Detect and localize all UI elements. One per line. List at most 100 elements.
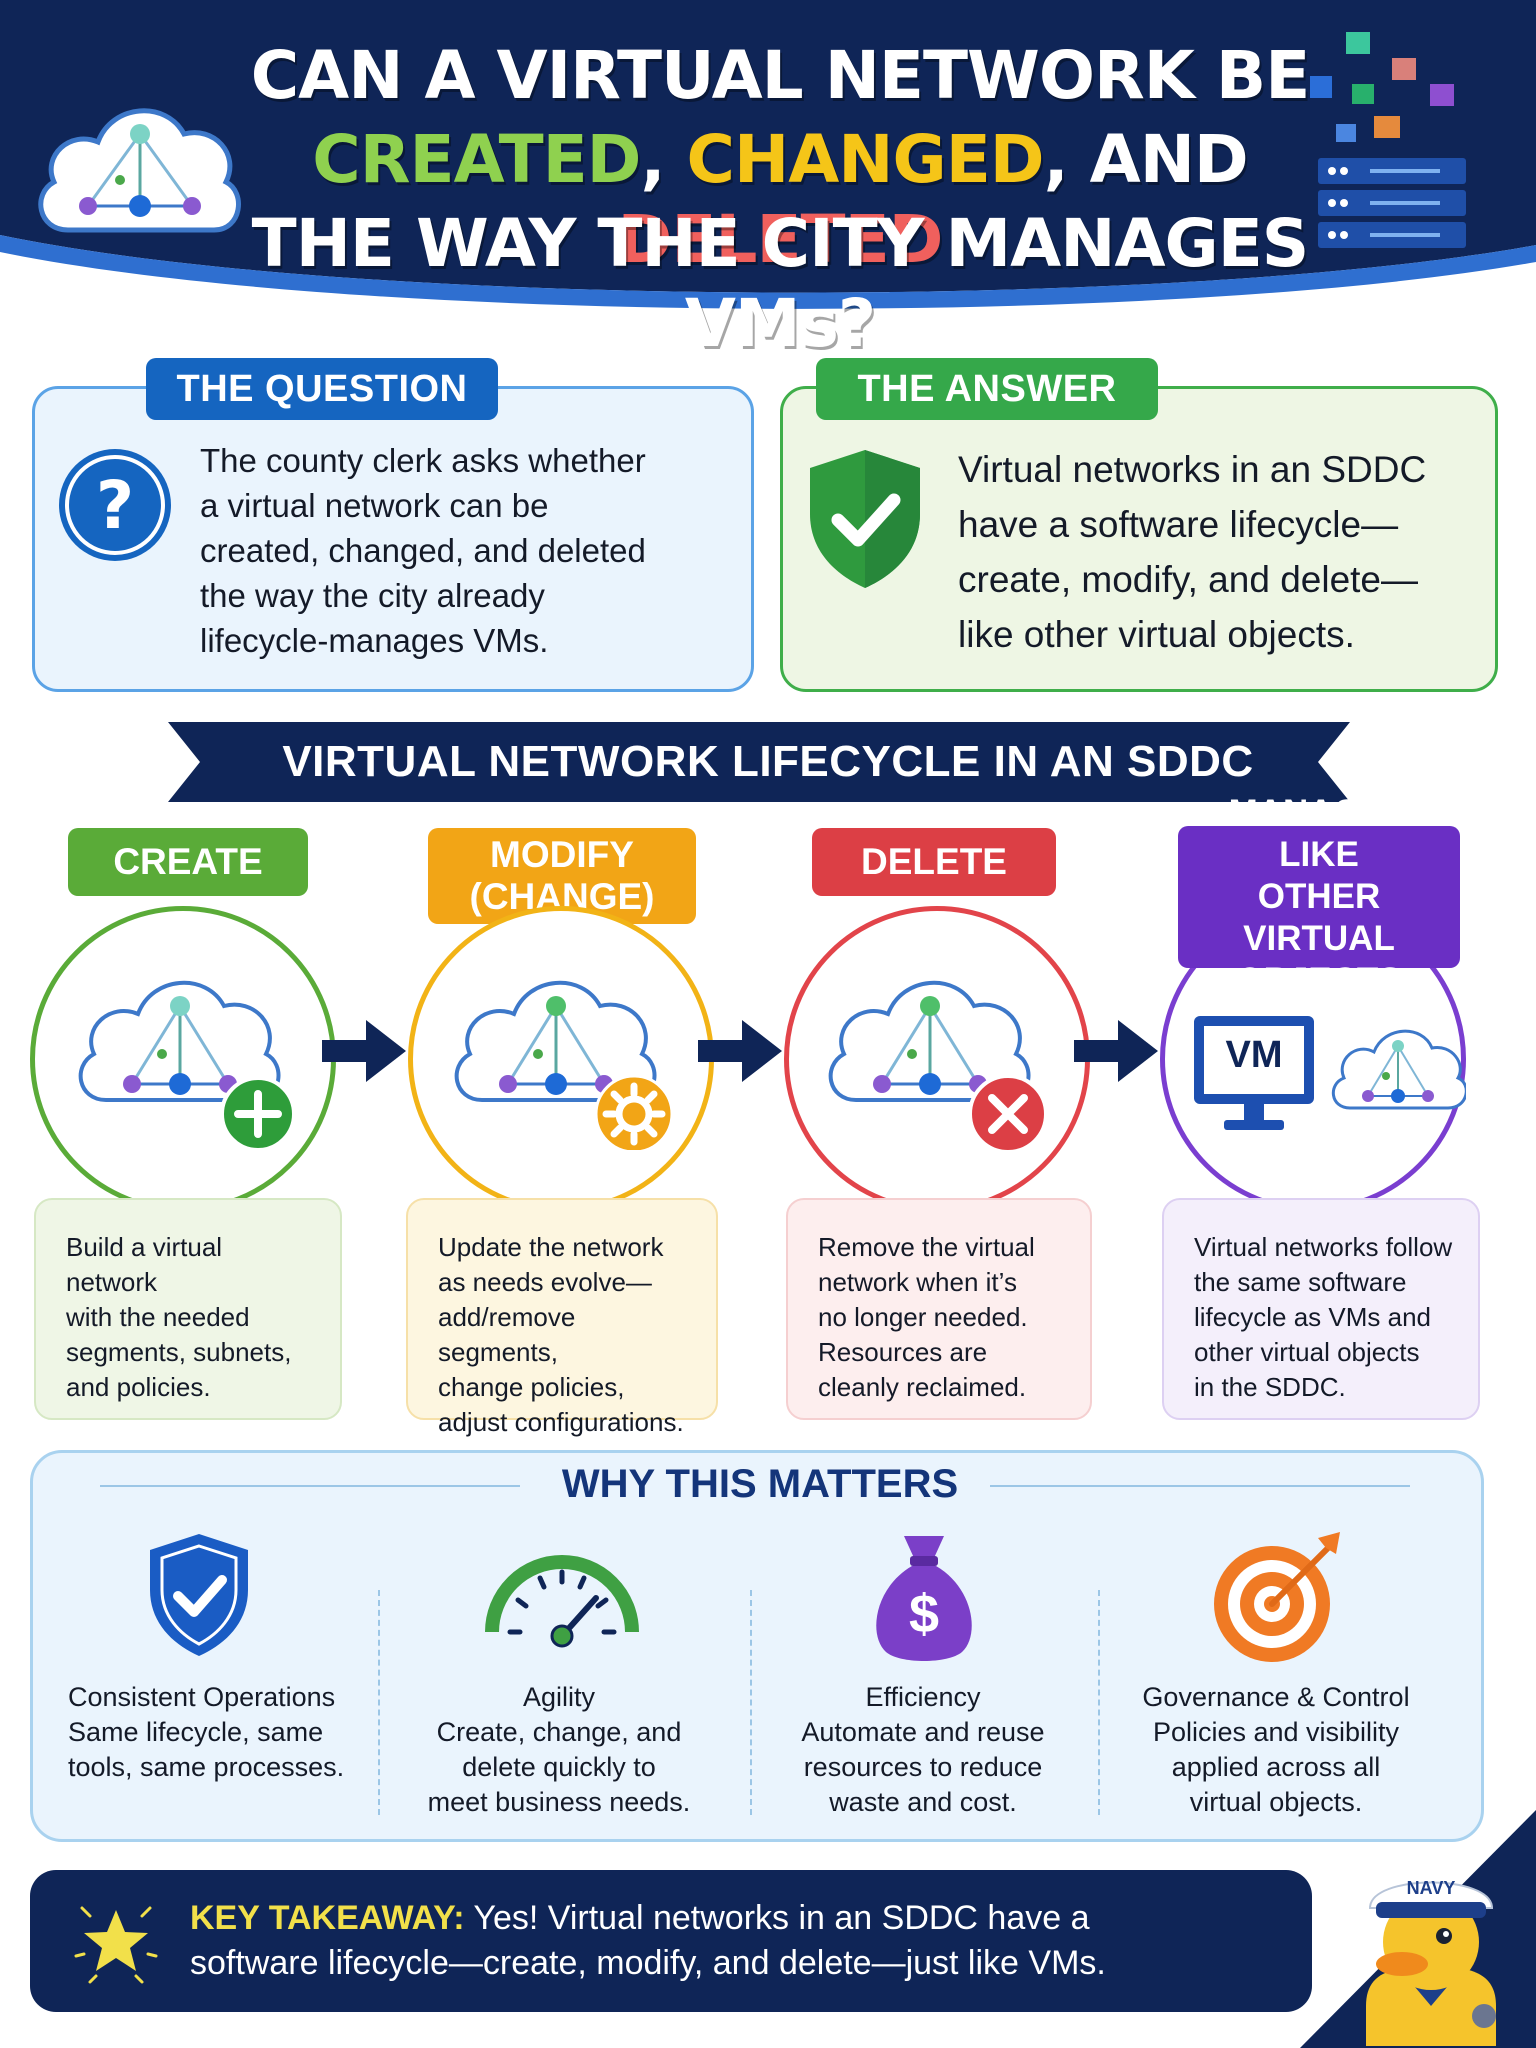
stage-desc-line: as needs evolve— bbox=[438, 1267, 652, 1297]
why-divider bbox=[378, 1590, 380, 1815]
question-line: The county clerk asks whether bbox=[200, 442, 646, 479]
lifecycle-title: VIRTUAL NETWORK LIFECYCLE IN AN SDDC bbox=[282, 737, 1254, 786]
stage-desc-line: Resources are bbox=[818, 1337, 988, 1367]
question-icon: ? bbox=[59, 449, 171, 561]
why-item-line: Consistent Operations bbox=[68, 1682, 336, 1712]
stage-desc-line: adjust configurations. bbox=[438, 1407, 684, 1437]
stage-desc-managed: Virtual networks follow the same softwar… bbox=[1162, 1198, 1480, 1420]
why-item-line: waste and cost. bbox=[829, 1787, 1017, 1817]
stage-label-text: DELETE bbox=[861, 841, 1007, 882]
stage-label-delete: DELETE bbox=[812, 828, 1056, 896]
takeaway-line-2: software lifecycle—create, modify, and d… bbox=[190, 1944, 1106, 1982]
stage-desc-line: Build a virtual network bbox=[66, 1232, 223, 1297]
stage-desc-line: and policies. bbox=[66, 1372, 211, 1402]
why-title: WHY THIS MATTERS bbox=[561, 1462, 959, 1506]
stage-desc-line: the same software bbox=[1194, 1267, 1407, 1297]
why-item-governance: Governance & Control Policies and visibi… bbox=[1106, 1680, 1446, 1820]
stage-desc-line: no longer needed. bbox=[818, 1302, 1028, 1332]
answer-line: create, modify, and delete— bbox=[958, 559, 1419, 600]
why-item-line: Policies and visibility bbox=[1152, 1717, 1400, 1747]
why-item-line: Automate and reuse bbox=[801, 1717, 1045, 1747]
why-item-consistent: Consistent Operations Same lifecycle, sa… bbox=[30, 1680, 398, 1785]
why-item-line: virtual objects. bbox=[1189, 1787, 1363, 1817]
title-line-1: CAN A VIRTUAL NETWORK BE bbox=[250, 37, 1311, 114]
why-item-line: Same lifecycle, same bbox=[68, 1717, 324, 1747]
answer-line: like other virtual objects. bbox=[958, 614, 1355, 655]
why-divider bbox=[1098, 1590, 1100, 1815]
question-line: created, changed, and deleted bbox=[200, 532, 646, 569]
header-banner: CAN A VIRTUAL NETWORK BE CREATED, CHANGE… bbox=[0, 0, 1536, 362]
stage-desc-line: lifecycle as VMs and bbox=[1194, 1302, 1431, 1332]
shield-check-icon bbox=[810, 450, 920, 588]
why-item-line: Governance & Control bbox=[1142, 1682, 1410, 1712]
stage-desc-line: in the SDDC. bbox=[1194, 1372, 1346, 1402]
answer-card bbox=[780, 386, 1498, 692]
cloud-network-plus-icon bbox=[78, 981, 296, 1150]
why-item-line: resources to reduce bbox=[803, 1752, 1043, 1782]
star-icon bbox=[74, 1906, 158, 1984]
stage-desc-line: Update the network bbox=[438, 1232, 664, 1262]
stage-label-text: MODIFY bbox=[490, 834, 634, 875]
why-divider bbox=[750, 1590, 752, 1815]
stage-desc-line: other virtual objects bbox=[1194, 1337, 1420, 1367]
svg-text:?: ? bbox=[96, 467, 134, 544]
question-tab: THE QUESTION bbox=[146, 358, 498, 420]
why-rule-right bbox=[990, 1485, 1410, 1487]
stage-desc-create: Build a virtual network with the needed … bbox=[34, 1198, 342, 1420]
arrow-right-icon bbox=[698, 1020, 782, 1082]
title-line-2: CREATED, CHANGED, AND DELETED bbox=[230, 120, 1330, 280]
question-text: The county clerk asks whether a virtual … bbox=[200, 438, 740, 663]
stage-desc-line: cleanly reclaimed. bbox=[818, 1372, 1027, 1402]
title-sep: , bbox=[640, 121, 687, 198]
takeaway-line-1: KEY TAKEAWAY: Yes! Virtual networks in a… bbox=[190, 1896, 1290, 1941]
title-created: CREATED bbox=[312, 121, 641, 198]
cloud-network-icon bbox=[38, 108, 241, 233]
navy-duck-icon: NAVY bbox=[1346, 1856, 1516, 2046]
arrow-right-icon bbox=[322, 1020, 406, 1082]
why-item-line: meet business needs. bbox=[427, 1787, 691, 1817]
key-takeaway-text: KEY TAKEAWAY: Yes! Virtual networks in a… bbox=[190, 1896, 1290, 1986]
why-item-line: applied across all bbox=[1171, 1752, 1381, 1782]
stage-label-text: CREATE bbox=[113, 841, 263, 882]
stage-label-managed: MANAGED LIKE OTHER VIRTUAL OBJECTS bbox=[1178, 793, 1460, 1000]
cloud-network-icon bbox=[1332, 1029, 1466, 1110]
money-bag-shape bbox=[876, 1536, 972, 1661]
arrow-right-icon bbox=[1074, 1020, 1158, 1082]
key-takeaway-box bbox=[30, 1870, 1312, 2012]
question-line: lifecycle-manages VMs. bbox=[200, 622, 549, 659]
why-item-efficiency: Efficiency Automate and reuse resources … bbox=[758, 1680, 1088, 1820]
title-deleted: DELETED bbox=[617, 201, 944, 278]
answer-line: Virtual networks in an SDDC bbox=[958, 449, 1427, 490]
money-bag-icon: $ bbox=[864, 1528, 984, 1668]
title-line-3: THE WAY THE CITY MANAGES VMs? bbox=[251, 205, 1310, 362]
why-item-agility: Agility Create, change, and delete quick… bbox=[394, 1680, 724, 1820]
stage-desc-delete: Remove the virtual network when it’s no … bbox=[786, 1198, 1092, 1420]
vm-monitor-icon: VM bbox=[1190, 1012, 1318, 1140]
question-line: a virtual network can be bbox=[200, 487, 549, 524]
duck-shape bbox=[1366, 1881, 1496, 2046]
why-item-line: Efficiency bbox=[865, 1682, 981, 1712]
why-item-line: tools, same processes. bbox=[68, 1752, 345, 1782]
answer-text: Virtual networks in an SDDC have a softw… bbox=[958, 442, 1478, 662]
stage-label-text: MANAGED LIKE bbox=[1228, 793, 1410, 874]
stage-label-text: OTHER VIRTUAL bbox=[1243, 877, 1395, 958]
lifecycle-banner bbox=[168, 722, 1350, 802]
server-rack-icon bbox=[1310, 32, 1466, 248]
stage-label-text-block: MANAGED LIKE OTHER VIRTUAL OBJECTS bbox=[1186, 792, 1452, 1002]
stage-desc-line: change policies, bbox=[438, 1372, 625, 1402]
stage-desc-line: Remove the virtual bbox=[818, 1232, 1035, 1262]
why-item-line: delete quickly to bbox=[462, 1752, 656, 1782]
target-icon bbox=[1214, 1532, 1340, 1662]
header-background bbox=[0, 0, 1536, 309]
title-and: , AND bbox=[1043, 121, 1249, 198]
stage-label-create: CREATE bbox=[68, 828, 308, 896]
cloud-network-x-icon bbox=[828, 981, 1048, 1150]
takeaway-line-1-text: Yes! Virtual networks in an SDDC have a bbox=[464, 1899, 1090, 1937]
stage-label-text: OBJECTS bbox=[1236, 961, 1402, 1000]
stage-desc-line: network when it’s bbox=[818, 1267, 1017, 1297]
hat-text: NAVY bbox=[1406, 1878, 1456, 1898]
stage-desc-line: with the needed bbox=[66, 1302, 250, 1332]
title-changed: CHANGED bbox=[686, 121, 1045, 198]
shield-check-icon bbox=[150, 1534, 248, 1656]
question-line: the way the city already bbox=[200, 577, 545, 614]
